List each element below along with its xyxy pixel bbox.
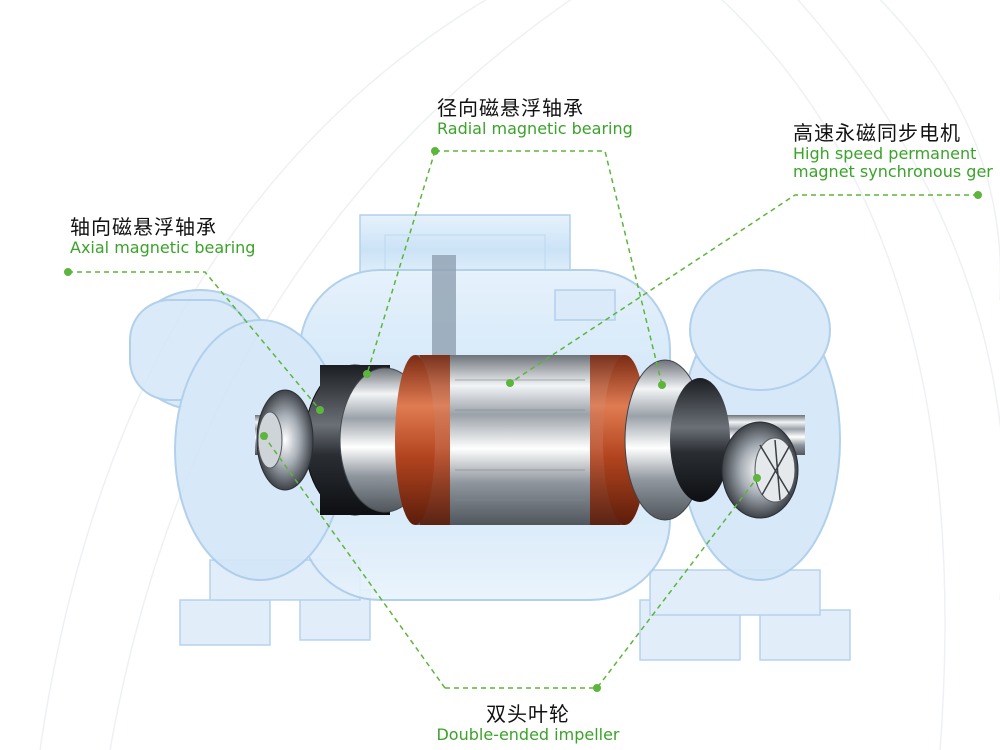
label-radial-zh: 径向磁悬浮轴承 (437, 96, 584, 120)
label-radial-en: Radial magnetic bearing (437, 119, 633, 138)
leader-radial (435, 150, 663, 386)
label-hsm-en1: High speed permanent (793, 144, 977, 163)
label-impeller-zh: 双头叶轮 (486, 703, 570, 726)
label-impeller-en: Double-ended impeller (436, 725, 620, 744)
leader-axial (68, 271, 321, 411)
label-axial-en: Axial magnetic bearing (70, 238, 256, 257)
radial-bearing-part (624, 359, 730, 521)
left-impeller-part (256, 389, 314, 491)
label-hsm-zh: 高速永磁同步电机 (793, 122, 961, 145)
leader-radial-left (366, 150, 436, 375)
leader-dots (64, 147, 982, 692)
leader-impeller-left (263, 435, 446, 689)
right-impeller-part (721, 421, 799, 519)
leader-lines (68, 150, 978, 689)
leader-impeller (445, 477, 758, 689)
label-hsm-en2: magnet synchronous ger (793, 162, 993, 182)
label-high-speed-motor: 高速永磁同步电机 High speed permanent magnet syn… (793, 122, 1000, 182)
top-pipe (432, 255, 456, 365)
leader-hsm (509, 194, 978, 384)
motor-stator-part (395, 355, 647, 525)
label-axial-zh: 轴向磁悬浮轴承 (70, 215, 217, 239)
label-impeller: 双头叶轮 Double-ended impeller (428, 703, 628, 750)
label-axial-bearing: 轴向磁悬浮轴承 Axial magnetic bearing (70, 216, 255, 257)
label-radial-bearing: 径向磁悬浮轴承 Radial magnetic bearing (437, 97, 633, 138)
